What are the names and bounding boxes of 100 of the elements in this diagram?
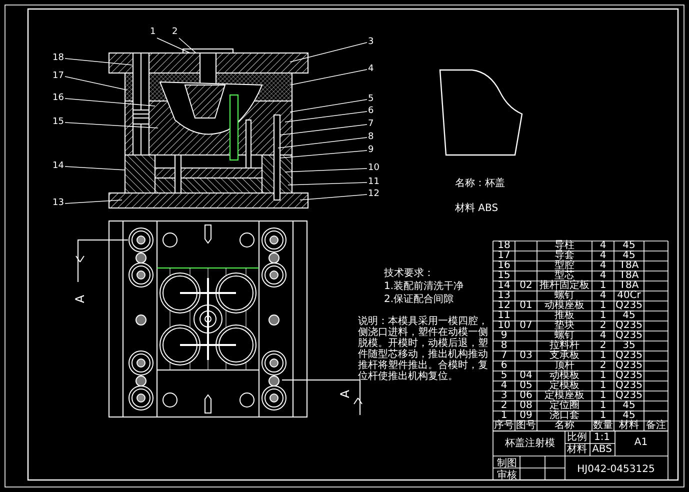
material: Q235 bbox=[614, 301, 644, 311]
quantity: 1 bbox=[598, 301, 608, 311]
column-header: 备注 bbox=[645, 421, 667, 431]
quantity: 4 bbox=[598, 331, 608, 341]
callout-number: 9 bbox=[368, 145, 382, 156]
drawing-number: 06 bbox=[518, 391, 534, 401]
quantity: 1 bbox=[598, 381, 608, 391]
leader-line bbox=[178, 38, 196, 54]
quantity: 4 bbox=[598, 291, 608, 301]
part-number: 5 bbox=[500, 371, 508, 381]
part-name: 螺钉 bbox=[554, 331, 574, 341]
part-name: 浇口套 bbox=[548, 411, 580, 421]
quantity: 4 bbox=[598, 251, 608, 261]
section-letter: A bbox=[339, 390, 352, 398]
quantity: 1 bbox=[598, 371, 608, 381]
material: 35 bbox=[622, 341, 636, 351]
callout-number: 6 bbox=[368, 106, 382, 117]
callout-number: 1 bbox=[150, 27, 164, 38]
part-name: 支承板 bbox=[548, 351, 580, 361]
drawing-number: 07 bbox=[518, 321, 534, 331]
column-header: 序号 bbox=[493, 421, 515, 431]
part-name: 型芯 bbox=[554, 271, 574, 281]
quantity: 1 bbox=[598, 351, 608, 361]
material: T8A bbox=[618, 271, 640, 281]
material: Q235 bbox=[614, 391, 644, 401]
leader-line bbox=[290, 69, 368, 86]
quantity: 2 bbox=[598, 341, 608, 351]
quantity: 2 bbox=[598, 321, 608, 331]
scale-label: 比例 bbox=[566, 432, 588, 443]
callout-number: 12 bbox=[368, 189, 382, 200]
leader-line bbox=[280, 124, 368, 136]
callout-number: 10 bbox=[368, 163, 382, 174]
drawn-by-label: 制图 bbox=[496, 458, 518, 469]
requirements-heading: 技术要求： bbox=[384, 268, 434, 280]
part-number: 6 bbox=[500, 361, 508, 371]
material: 45 bbox=[622, 251, 636, 261]
requirement-item: 1.装配前清洗干净 bbox=[384, 281, 464, 293]
part-number: 15 bbox=[496, 271, 512, 281]
callout-number: 7 bbox=[368, 119, 382, 130]
material: 45 bbox=[622, 401, 636, 411]
material: Q235 bbox=[614, 351, 644, 361]
part-number: 8 bbox=[500, 341, 508, 351]
leader-line bbox=[64, 166, 126, 170]
part-number: 3 bbox=[500, 391, 508, 401]
column-header: 材料 bbox=[618, 421, 640, 431]
material: 45 bbox=[622, 311, 636, 321]
material: Q235 bbox=[614, 321, 644, 331]
quantity: 4 bbox=[598, 241, 608, 251]
material: 45 bbox=[622, 411, 636, 421]
leader-line bbox=[64, 122, 158, 128]
callout-number: 15 bbox=[50, 117, 64, 128]
callout-number: 17 bbox=[50, 71, 64, 82]
drawing-number: 03 bbox=[518, 351, 534, 361]
part-name: 动模座板 bbox=[544, 301, 586, 311]
part-name: 定位圈 bbox=[548, 401, 580, 411]
quantity: 4 bbox=[598, 271, 608, 281]
leader-line bbox=[290, 99, 368, 112]
part-number: 4 bbox=[500, 381, 508, 391]
callout-number: 2 bbox=[172, 27, 186, 38]
part-name: 拉料杆 bbox=[548, 341, 580, 351]
material: T8A bbox=[618, 261, 640, 271]
part-name: 顶杆 bbox=[554, 361, 574, 371]
material: T8A bbox=[619, 281, 639, 291]
material: Q235 bbox=[614, 381, 644, 391]
leader-line bbox=[300, 194, 368, 200]
callout-number: 8 bbox=[368, 132, 382, 143]
part-number: 17 bbox=[496, 251, 512, 261]
quantity: 1 bbox=[598, 391, 608, 401]
column-header: 名称 bbox=[554, 421, 576, 431]
leader-line bbox=[284, 111, 368, 122]
quantity: 2 bbox=[598, 361, 608, 371]
callout-number: 13 bbox=[50, 198, 64, 209]
drawing-title: 杯盖注射模 bbox=[504, 436, 556, 451]
part-number: 1 bbox=[500, 411, 508, 421]
description-paragraph: 说明：本模具采用一模四腔，侧浇口进料，塑件在动模一侧脱模。开模时，动模后退，塑件随型芯移动，推出机构推动推杆将塑件推出。合模时，复位杆使推出机构复位。 bbox=[358, 316, 489, 382]
leader-line bbox=[64, 76, 128, 90]
callout-number: 3 bbox=[368, 37, 382, 48]
quantity: 1 bbox=[598, 281, 608, 291]
part-material-note: 材料 ABS bbox=[455, 203, 498, 215]
part-number: 9 bbox=[500, 331, 508, 341]
material-label: 材料 bbox=[566, 444, 588, 455]
leader-line bbox=[288, 182, 368, 186]
quantity: 4 bbox=[598, 261, 608, 271]
leader-line bbox=[290, 42, 368, 62]
part-name: 定模板 bbox=[550, 381, 580, 391]
column-header: 图号 bbox=[515, 421, 537, 431]
part-name: 垫块 bbox=[554, 321, 576, 331]
part-number: 7 bbox=[500, 351, 508, 361]
part-number: 2 bbox=[500, 401, 508, 411]
part-name: 导柱 bbox=[554, 241, 576, 251]
part-number: 12 bbox=[496, 301, 512, 311]
part-name: 推板 bbox=[554, 311, 576, 321]
quantity: 1 bbox=[598, 401, 608, 411]
part-number: 18 bbox=[496, 241, 512, 251]
part-name-note: 名称：杯盖 bbox=[455, 178, 505, 190]
quantity: 1 bbox=[600, 411, 606, 421]
section-letter: A bbox=[74, 294, 86, 304]
leader-line bbox=[64, 98, 156, 106]
part-number: 10 bbox=[496, 321, 512, 331]
callout-number: 4 bbox=[368, 64, 382, 75]
